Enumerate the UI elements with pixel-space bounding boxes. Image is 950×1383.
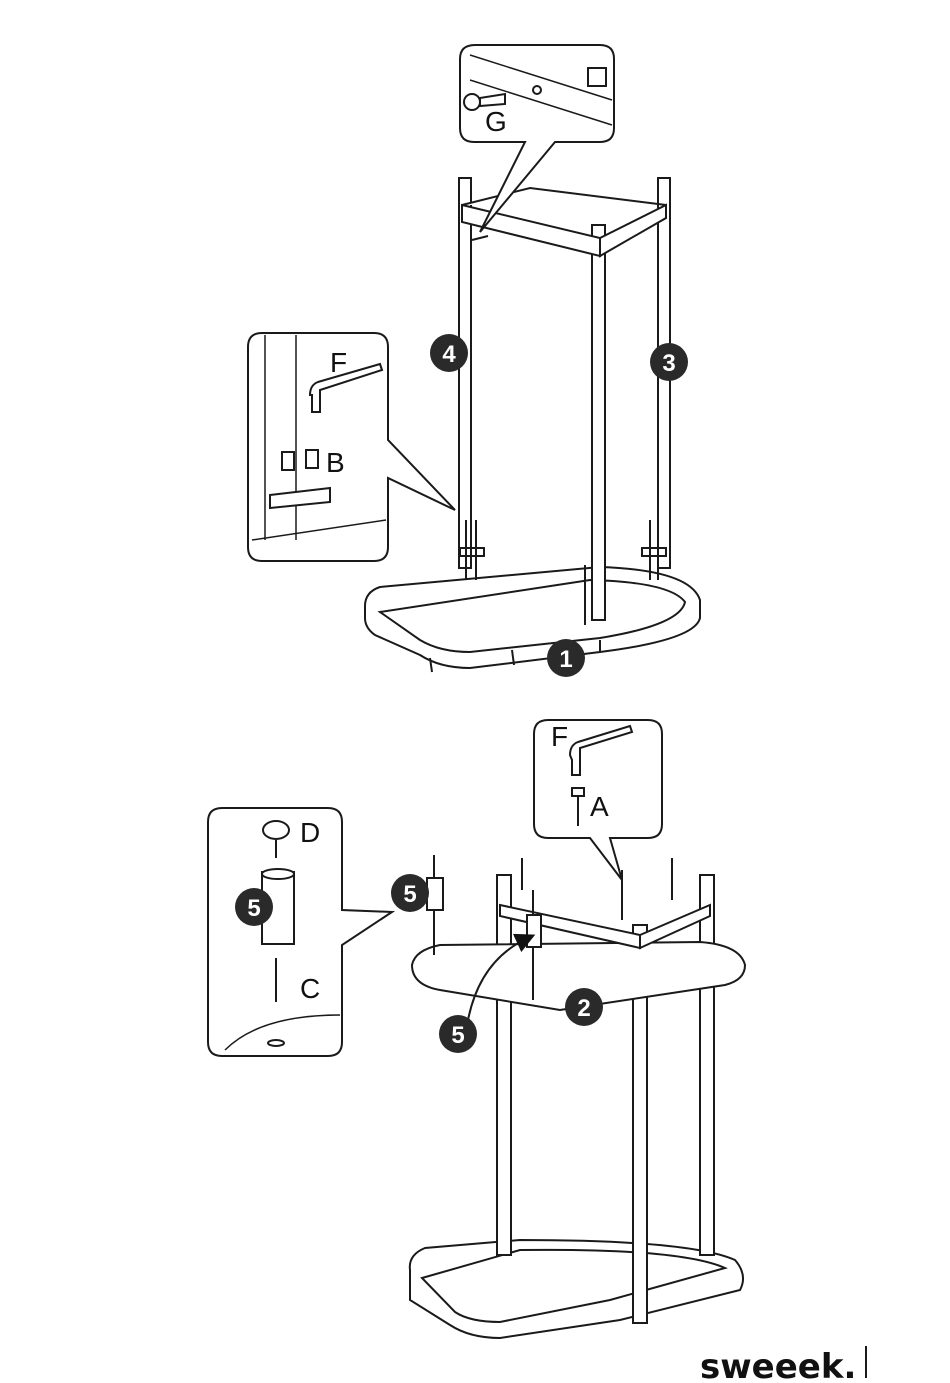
svg-text:5: 5: [403, 881, 416, 908]
svg-text:5: 5: [451, 1022, 464, 1049]
bottom-assembly: [410, 855, 745, 1338]
svg-text:1: 1: [559, 646, 572, 673]
label-f-bottom: F: [551, 721, 568, 752]
svg-text:4: 4: [442, 341, 456, 368]
base-tray: [365, 567, 700, 672]
top-frame: [462, 188, 666, 256]
badge-5-side: 5: [391, 874, 429, 912]
svg-text:3: 3: [662, 350, 675, 377]
badge-5-pointer: 5: [439, 1015, 477, 1053]
label-g: G: [485, 106, 507, 137]
label-a: A: [590, 791, 609, 822]
svg-text:5: 5: [247, 895, 260, 922]
badge-4: 4: [430, 334, 468, 372]
leg-left: [459, 178, 471, 568]
badge-2: 2: [565, 988, 603, 1026]
badge-5-detail: 5: [235, 888, 273, 926]
callout-fb: [248, 333, 455, 561]
label-b: B: [326, 447, 345, 478]
brand-logo: sweeek.: [700, 1347, 856, 1383]
badge-1: 1: [547, 639, 585, 677]
label-d: D: [300, 817, 320, 848]
badge-3: 3: [650, 343, 688, 381]
svg-text:2: 2: [577, 995, 590, 1022]
label-f-top: F: [330, 347, 347, 378]
leg-front: [592, 225, 605, 620]
label-c: C: [300, 973, 320, 1004]
top-assembly: [365, 178, 700, 672]
